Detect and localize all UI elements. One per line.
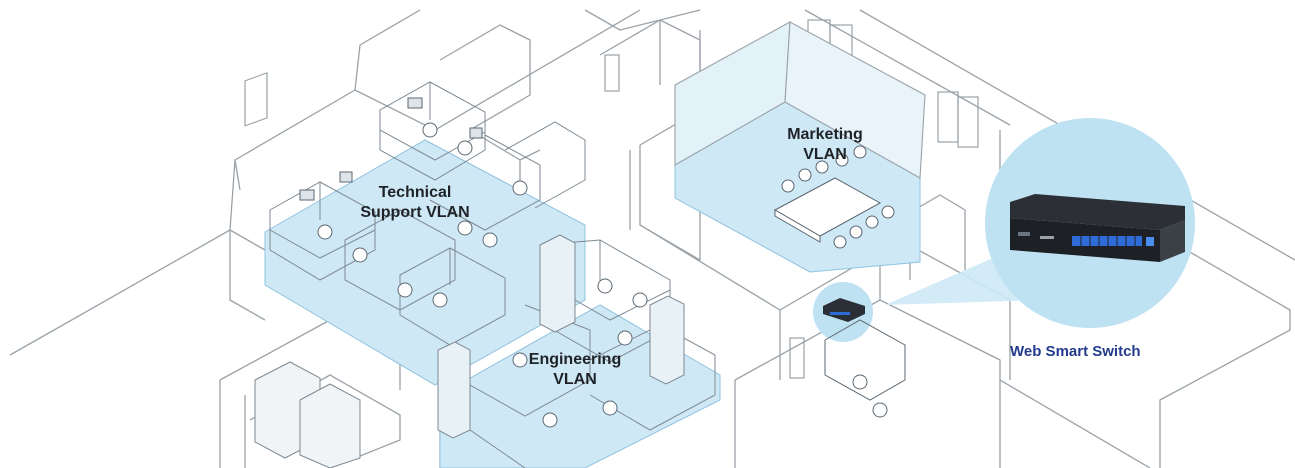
closet-furniture [824, 319, 906, 418]
technical-label-line1: Technical [378, 184, 452, 201]
marketing-vlan-label: Marketing VLAN [760, 125, 890, 165]
engineering-chairs [512, 278, 648, 428]
web-smart-switch-label: Web Smart Switch [1010, 343, 1141, 360]
engineering-label-line1: Engineering [528, 351, 622, 368]
closet-switch [823, 298, 865, 322]
shelving [254, 361, 361, 468]
technical-label-line2: Support VLAN [360, 204, 470, 221]
technical-support-vlan-zone [264, 139, 586, 386]
technical-support-vlan-label: Technical Support VLAN [325, 183, 505, 223]
technical-monitors [299, 97, 483, 201]
network-switch-icon [1010, 194, 1185, 262]
engineering-pillars [437, 234, 685, 439]
engineering-vlan-label: Engineering VLAN [495, 350, 655, 390]
marketing-room-side-wall [784, 21, 926, 179]
marketing-table [773, 177, 882, 243]
marketing-chairs [781, 145, 895, 249]
marketing-label-line1: Marketing [787, 126, 863, 143]
technical-chairs [317, 122, 528, 308]
marketing-label-line2: VLAN [803, 146, 847, 163]
engineering-label-line2: VLAN [553, 371, 597, 388]
